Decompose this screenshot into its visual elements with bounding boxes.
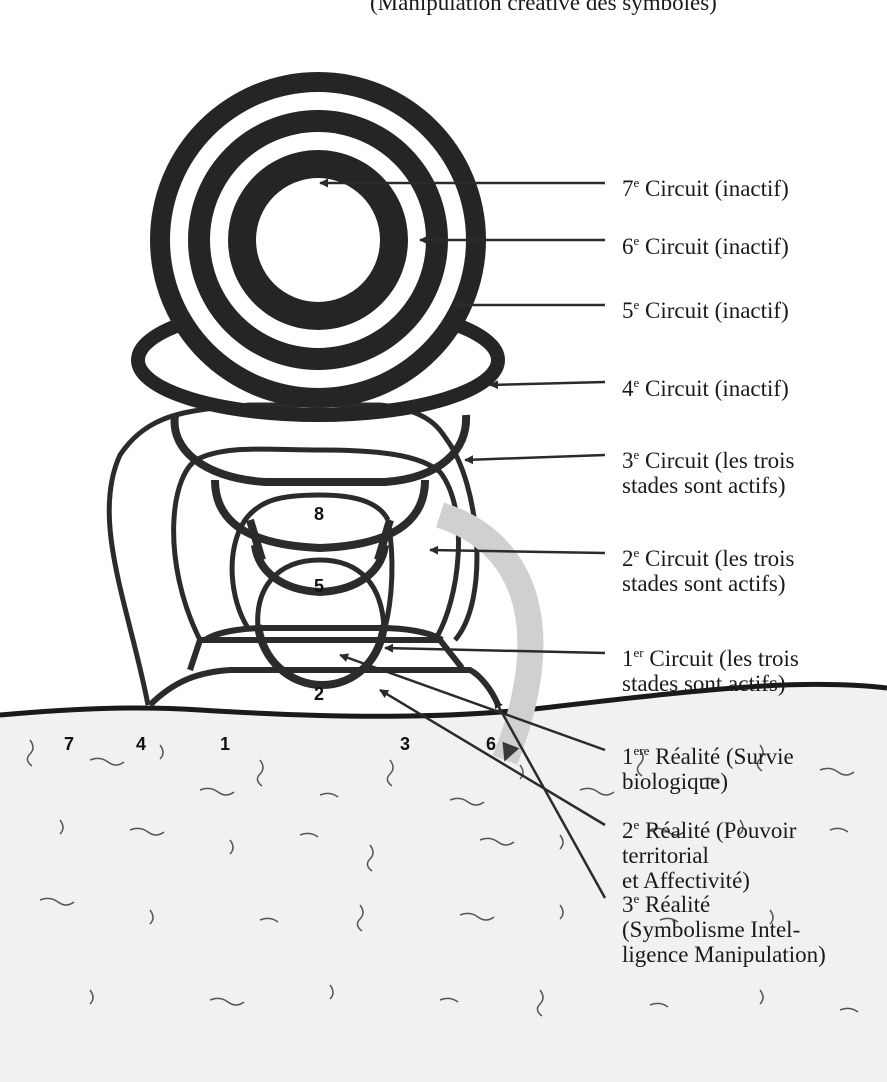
stage-arches (109, 405, 477, 705)
label-circuit-4: 4e Circuit (inactif) (622, 370, 789, 401)
label-circuit-5: 5e Circuit (inactif) (622, 292, 789, 323)
stage-number-5: 5 (314, 576, 324, 596)
stage-number-6: 6 (486, 734, 496, 754)
label-reality-1: 1ere Réalité (Survie biologique) (622, 738, 794, 794)
label-reality-3: 3e Réalité (Symbolisme Intel- ligence Ma… (622, 886, 826, 967)
label-circuit-2: 2e Circuit (les trois stades sont actifs… (622, 540, 795, 596)
upper-sphere (138, 72, 498, 415)
stage-number-4: 4 (136, 734, 146, 754)
label-circuit-1: 1er Circuit (les trois stades sont actif… (622, 640, 799, 696)
platform-2 (190, 640, 462, 670)
circuit-bowls (175, 415, 467, 685)
label-circuit-3: 3e Circuit (les trois stades sont actifs… (622, 442, 795, 498)
stage-number-7: 7 (64, 734, 74, 754)
pointer-circuit-1 (385, 648, 605, 653)
header-caption: (Manipulation créative des symboles) (370, 0, 717, 15)
stage-number-8: 8 (314, 504, 324, 524)
stage-number-2: 2 (314, 684, 324, 704)
pointer-circuit-4 (490, 382, 605, 385)
label-circuit-7: 7e Circuit (inactif) (622, 170, 789, 201)
label-circuit-6: 6e Circuit (inactif) (622, 228, 789, 259)
lower-bowl (258, 625, 384, 685)
stage-number-1: 1 (220, 734, 230, 754)
label-reality-2: 2e Réalité (Pouvoir territorial et Affec… (622, 812, 796, 893)
pointer-circuit-3 (465, 455, 605, 460)
stage-number-3: 3 (400, 734, 410, 754)
